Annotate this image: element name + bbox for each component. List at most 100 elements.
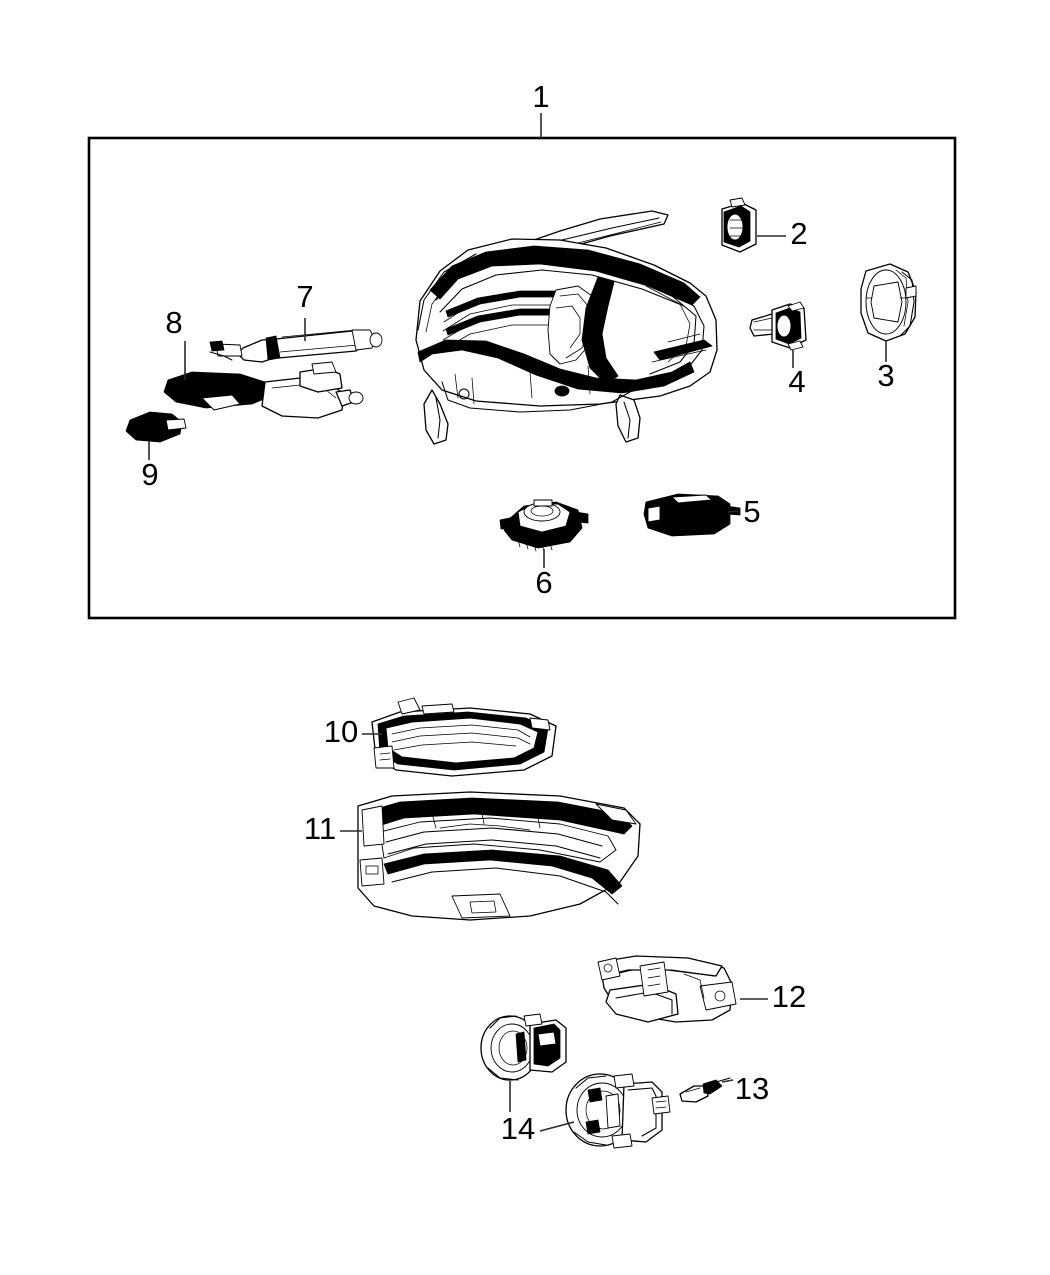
- group-box-1: 1: [87, 79, 957, 620]
- callout-6: 6: [535, 565, 552, 600]
- ballast-mount-ear: [725, 505, 741, 516]
- fog-lower-shield: [605, 1093, 621, 1129]
- part-led-driver-module: 6: [499, 499, 589, 600]
- fog-upper-rim-hl2: [487, 1067, 519, 1081]
- ballast-fins: [651, 507, 727, 527]
- part-fog-lamp-bulb: 13: [679, 1071, 769, 1106]
- bracket-12-hole-left: [603, 963, 613, 973]
- ring-tab: [905, 285, 917, 299]
- tab-hatch: [135, 419, 161, 431]
- mount-hole-right: [554, 385, 570, 397]
- bracket-12-left-ear: [597, 957, 621, 981]
- bracket-top-tab: [311, 361, 337, 375]
- part-mounting-tab-bracket: 9: [125, 411, 187, 492]
- bezel-top-band: [365, 797, 633, 835]
- drl-top-tab: [397, 697, 421, 715]
- side-texture-strip: [653, 339, 713, 361]
- bracket-12-arm-edge: [615, 991, 673, 1015]
- fog-upper-connector: [537, 1031, 557, 1047]
- upper-dark-band: [429, 245, 701, 306]
- lower-dark-sweep: [417, 339, 695, 394]
- callout-10: 10: [324, 714, 358, 749]
- driver-boss: [533, 499, 553, 507]
- fog-upper-shield: [515, 1031, 527, 1063]
- ring-aperture: [870, 281, 903, 323]
- callout-4: 4: [788, 364, 805, 399]
- leg-left-crease: [435, 397, 441, 439]
- fog-upper-lens-inner: [498, 1030, 528, 1066]
- reflector-edge-2: [439, 269, 685, 313]
- leader-13: [721, 1079, 734, 1083]
- bracket-12-web-ribs: [647, 967, 661, 987]
- drl-guide-1: [391, 724, 531, 738]
- bulb-13-base: [702, 1079, 723, 1095]
- lower-mount-leg-right: [615, 394, 641, 443]
- bulb-filament-lines: [753, 317, 773, 331]
- driver-ear-left: [499, 517, 513, 530]
- bulb-13-lead: [715, 1077, 731, 1083]
- bezel-left-slot: [365, 865, 379, 875]
- part-leveling-actuator-rod: 7: [209, 279, 383, 363]
- part-hid-ballast-module: 5: [643, 493, 761, 537]
- callout-9: 9: [141, 457, 158, 492]
- bracket-12-web: [639, 961, 669, 997]
- fog-upper-rim-hl: [489, 1015, 517, 1029]
- callout-5: 5: [743, 494, 760, 529]
- fog-lower-tab-bottom: [611, 1133, 633, 1149]
- bezel-lower-line: [391, 867, 619, 905]
- bezel-bottom-slot: [469, 900, 497, 914]
- fog-lower-lens-inner: [585, 1090, 621, 1130]
- part-halogen-bulb-socket: 4: [749, 301, 807, 399]
- bracket-stud-head: [348, 391, 364, 405]
- fog-lower-rim-hl: [575, 1075, 607, 1089]
- part-fog-lamp-assembly-lower: 14: [501, 1073, 671, 1149]
- callout-13: 13: [735, 1071, 769, 1106]
- side-strip-edge-2: [667, 333, 701, 343]
- bulb-13-filament: [685, 1087, 701, 1093]
- part-headlamp-assembly: [415, 210, 718, 445]
- actuator-collar-dark: [265, 335, 281, 361]
- callout-12: 12: [772, 979, 806, 1014]
- louver-2: [442, 304, 557, 332]
- bezel-sweep-line-2: [387, 839, 601, 859]
- callout-3: 3: [877, 358, 894, 393]
- part-daytime-running-lamp: 10: [324, 697, 557, 777]
- bezel-lower-band: [383, 849, 623, 895]
- bezel-left-mount: [359, 857, 385, 887]
- lower-panel-rib-4: [587, 365, 591, 395]
- light-guide-curve: [581, 276, 619, 385]
- bracket-12-hole-right: [714, 990, 726, 1002]
- bezel-inner-sweep: [379, 817, 617, 863]
- reflector-edge-top: [435, 256, 687, 301]
- right-lens-edge-2: [631, 277, 697, 375]
- leg-right-crease: [623, 401, 631, 439]
- cap-ribs: [729, 219, 743, 237]
- fog-lower-housing-edge: [627, 1087, 657, 1137]
- callout-2: 2: [790, 216, 807, 251]
- drl-guide-3: [393, 741, 517, 751]
- outer-silhouette-left: [417, 253, 477, 331]
- bezel-left-rail: [361, 805, 385, 847]
- outer-silhouette-left-2: [425, 261, 481, 333]
- bracket-hatch: [175, 380, 219, 398]
- projector-lens-inner-2: [555, 305, 581, 349]
- fog-lower-dark-2: [585, 1119, 601, 1135]
- part-bulb-retainer-ring: 3: [860, 263, 917, 393]
- part-fog-lamp-bracket: 12: [597, 955, 806, 1023]
- side-strip-edge: [651, 349, 707, 363]
- callout-7: 7: [296, 279, 313, 314]
- bezel-vertical-ribs: [429, 801, 541, 829]
- drl-mount-ribs: [379, 752, 391, 761]
- ballast-top-plate: [671, 494, 713, 504]
- bezel-right-tab: [595, 803, 637, 825]
- drl-mount-left: [373, 745, 395, 769]
- tab-clip: [165, 418, 187, 431]
- actuator-wire: [209, 351, 233, 361]
- fog-lower-dark-1: [587, 1087, 603, 1103]
- leader-5: [727, 510, 739, 513]
- callout-11: 11: [304, 811, 336, 846]
- drl-top-rail: [421, 703, 455, 715]
- bracket-lower-flange: [201, 394, 241, 411]
